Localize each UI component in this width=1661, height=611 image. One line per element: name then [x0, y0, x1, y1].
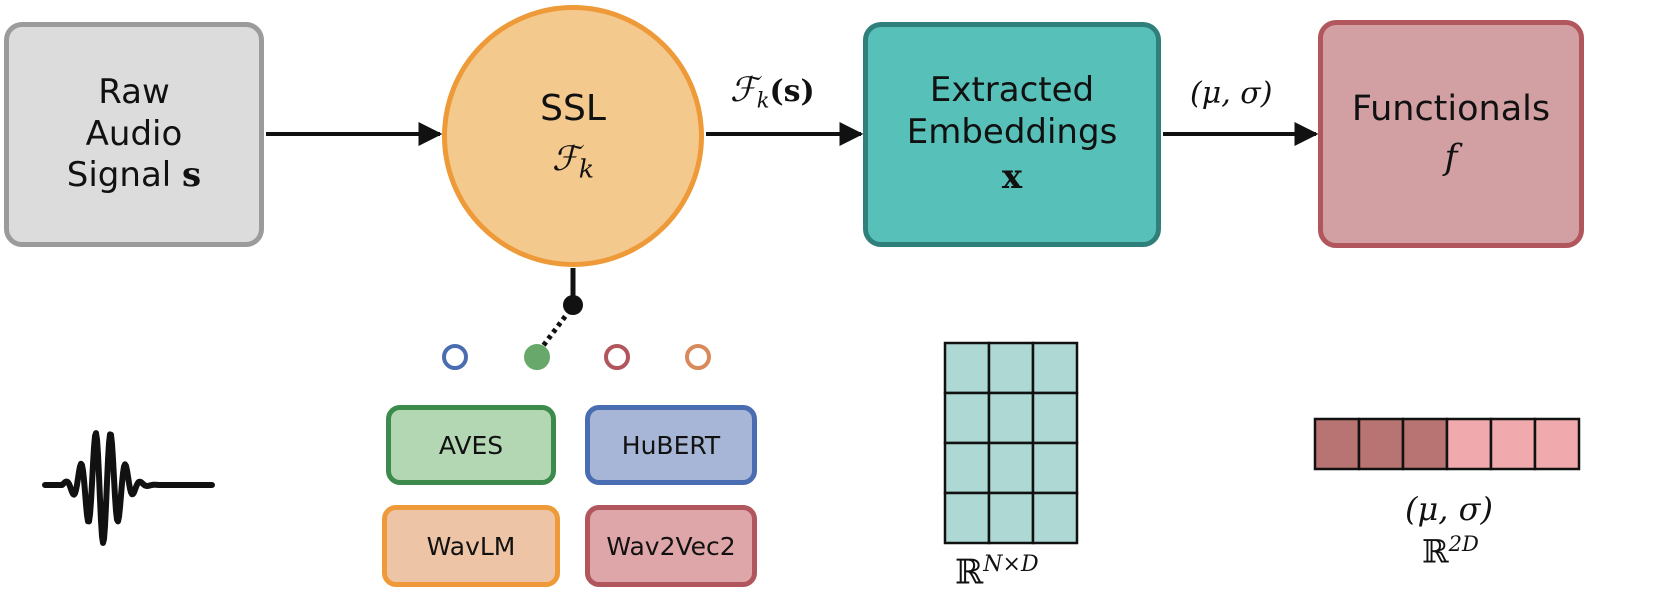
embeddings-output-label: (μ, σ): [1190, 76, 1273, 111]
ssl-output-symbol: ℱ: [730, 70, 757, 110]
raw-audio-line3-row: Signal s: [67, 155, 201, 196]
matrix-cell: [1031, 341, 1079, 395]
embedding-matrix: [943, 341, 1079, 545]
ssl-block: SSL ℱk: [442, 5, 704, 267]
selector-option-2: [524, 344, 550, 370]
model-wav2vec2: Wav2Vec2: [585, 505, 757, 587]
vector-cell: [1357, 417, 1405, 471]
selector-option-4: [685, 344, 711, 370]
vector-cell: [1489, 417, 1537, 471]
matrix-cell: [987, 391, 1035, 445]
raw-audio-line1: Raw: [98, 72, 170, 113]
matrix-caption-base: ℝ: [955, 552, 984, 593]
vector-label: (μ, σ): [1405, 490, 1493, 528]
raw-audio-line3: Signal: [66, 155, 172, 196]
functionals-block: Functionals f: [1318, 20, 1584, 248]
vector-cell: [1445, 417, 1493, 471]
matrix-cell: [987, 341, 1035, 395]
matrix-cell: [987, 491, 1035, 545]
raw-audio-block: Raw Audio Signal s: [4, 22, 264, 247]
model-hubert: HuBERT: [585, 405, 757, 485]
extracted-embeddings-block: Extracted Embeddings x: [863, 22, 1161, 247]
ssl-subscript: k: [578, 154, 594, 184]
raw-audio-symbol: s: [182, 155, 202, 196]
matrix-caption: ℝN×D: [955, 552, 1039, 592]
vector-caption: ℝ2D: [1422, 532, 1479, 571]
vector-caption-base: ℝ: [1422, 532, 1449, 571]
embeddings-line1: Extracted: [929, 70, 1095, 111]
selector-option-1: [442, 344, 468, 370]
matrix-caption-sup: N×D: [983, 552, 1039, 577]
ssl-output-label: ℱk(s): [730, 70, 815, 112]
ssl-symbol-row: ℱk: [552, 137, 594, 185]
matrix-cell: [943, 341, 991, 395]
vector-cell: [1533, 417, 1581, 471]
model-aves: AVES: [386, 405, 556, 485]
functional-vector: [1313, 417, 1581, 471]
embeddings-symbol: x: [1001, 157, 1023, 198]
selector-option-3: [604, 344, 630, 370]
ssl-title: SSL: [540, 87, 606, 129]
ssl-symbol: ℱ: [552, 138, 579, 179]
ssl-output-arg: (s): [769, 74, 815, 109]
model-selector: [442, 344, 711, 370]
functionals-symbol: f: [1444, 138, 1458, 178]
matrix-cell: [943, 491, 991, 545]
vector-cell: [1401, 417, 1449, 471]
matrix-cell: [1031, 441, 1079, 495]
ssl-output-subscript: k: [756, 88, 770, 113]
matrix-cell: [943, 441, 991, 495]
waveform-icon: [42, 430, 215, 546]
matrix-cell: [1031, 491, 1079, 545]
switch-dotted-link: [538, 308, 572, 352]
raw-audio-line2: Audio: [85, 113, 183, 154]
embeddings-line2: Embeddings: [906, 111, 1118, 152]
model-wavlm: WavLM: [382, 505, 560, 587]
vector-cell: [1313, 417, 1361, 471]
matrix-cell: [943, 391, 991, 445]
matrix-cell: [987, 441, 1035, 495]
functionals-title: Functionals: [1351, 89, 1551, 130]
vector-caption-sup: 2D: [1448, 532, 1479, 556]
matrix-cell: [1031, 391, 1079, 445]
